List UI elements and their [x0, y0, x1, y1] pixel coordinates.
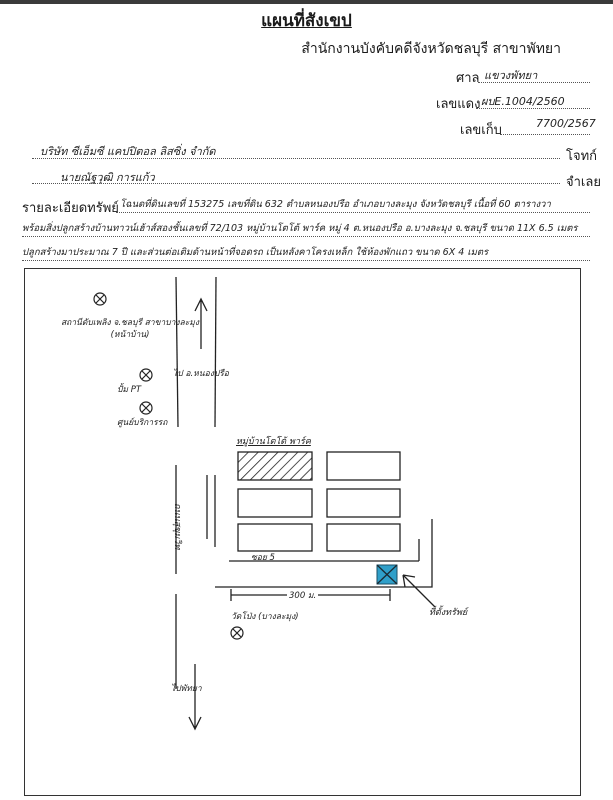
plaintiff-name: บริษัท ซีเอ็มซี แคปปิตอล ลิสซิ่ง จำกัด	[40, 145, 216, 158]
court-underline	[478, 82, 590, 83]
property-location-label: ที่ตั้งทรัพย์	[429, 608, 468, 618]
property-underline-1	[116, 212, 590, 213]
main-road-label: ถนนสุขุมวิท	[172, 503, 182, 550]
top-border	[0, 0, 613, 4]
south-arrow	[188, 664, 202, 731]
house-block	[326, 488, 401, 518]
landmark-temple-icon	[230, 626, 244, 640]
main-road-right-edge	[214, 276, 217, 428]
house-block-target-row	[237, 451, 313, 481]
gas-station-label: ปั้ม PT	[117, 385, 142, 395]
service-center-label: ศูนย์บริการรถ	[117, 418, 168, 428]
defendant-name: นายณัฐวุฒิ การแก้ว	[60, 171, 155, 184]
case-underline	[476, 108, 590, 109]
distance-label: 300 ม.	[287, 588, 319, 602]
property-line-3: ปลูกสร้างมาประมาณ 7 ปี และส่วนต่อเติมด้า…	[22, 247, 489, 258]
main-road-left-edge	[175, 276, 179, 428]
temple-label: วัดโป่ง (บางละมุง)	[231, 612, 299, 622]
sketch-map	[93, 276, 436, 731]
court-label: ศาล	[456, 71, 480, 86]
landmark-fire-station-icon	[93, 292, 107, 306]
soi-label: ซอย 5	[251, 553, 275, 563]
defendant-underline	[32, 183, 560, 184]
house-block	[326, 451, 401, 481]
document-title: แผนที่สังเขป	[261, 11, 352, 31]
file-label: เลขเก็บ	[460, 123, 502, 138]
property-pointer	[402, 574, 436, 608]
file-underline	[500, 134, 590, 135]
soi-bottom-edge	[215, 519, 433, 588]
map-frame: สถานีดับเพลิง จ.ชลบุรี สาขาบางละมุง (หน้…	[24, 268, 581, 796]
village-label: หมู่บ้านโตโต้ พาร์ค	[236, 437, 311, 447]
case-label: เลขแดง	[436, 97, 481, 112]
plaintiff-label: โจทก์	[566, 149, 598, 164]
property-label: รายละเอียดทรัพย์	[22, 201, 119, 216]
landmark-fire-station-label: สถานีดับเพลิง จ.ชลบุรี สาขาบางละมุง (หน้…	[60, 318, 200, 340]
court-value: แขวงพัทยา	[484, 69, 538, 82]
case-value: ผบE.1004/2560	[481, 95, 565, 108]
property-underline-2	[22, 236, 590, 237]
house-block	[237, 523, 313, 552]
target-property-marker	[376, 564, 398, 585]
property-line-2: พร้อมสิ่งปลูกสร้างบ้านทาวน์เฮ้าส์สองชั้น…	[22, 223, 578, 234]
office-name: สำนักงานบังคับคดีจังหวัดชลบุรี สาขาพัทยา	[301, 41, 561, 57]
property-underline-3	[22, 260, 590, 261]
defendant-label: จำเลย	[566, 175, 601, 190]
plaintiff-underline	[32, 158, 560, 159]
file-value: 7700/2567	[536, 117, 596, 130]
landmark-gas-station-icon	[139, 368, 153, 382]
to-south-label: ไปพัทยา	[171, 684, 202, 694]
property-line-1: โฉนดที่ดินเลขที่ 153275 เลขที่ดิน 632 ตำ…	[120, 199, 551, 210]
landmark-service-center-icon	[139, 401, 153, 415]
house-block	[326, 523, 401, 552]
north-arrow	[194, 297, 208, 349]
to-north-label: ไป อ.หนองปรือ	[173, 369, 229, 379]
house-block	[237, 488, 313, 518]
